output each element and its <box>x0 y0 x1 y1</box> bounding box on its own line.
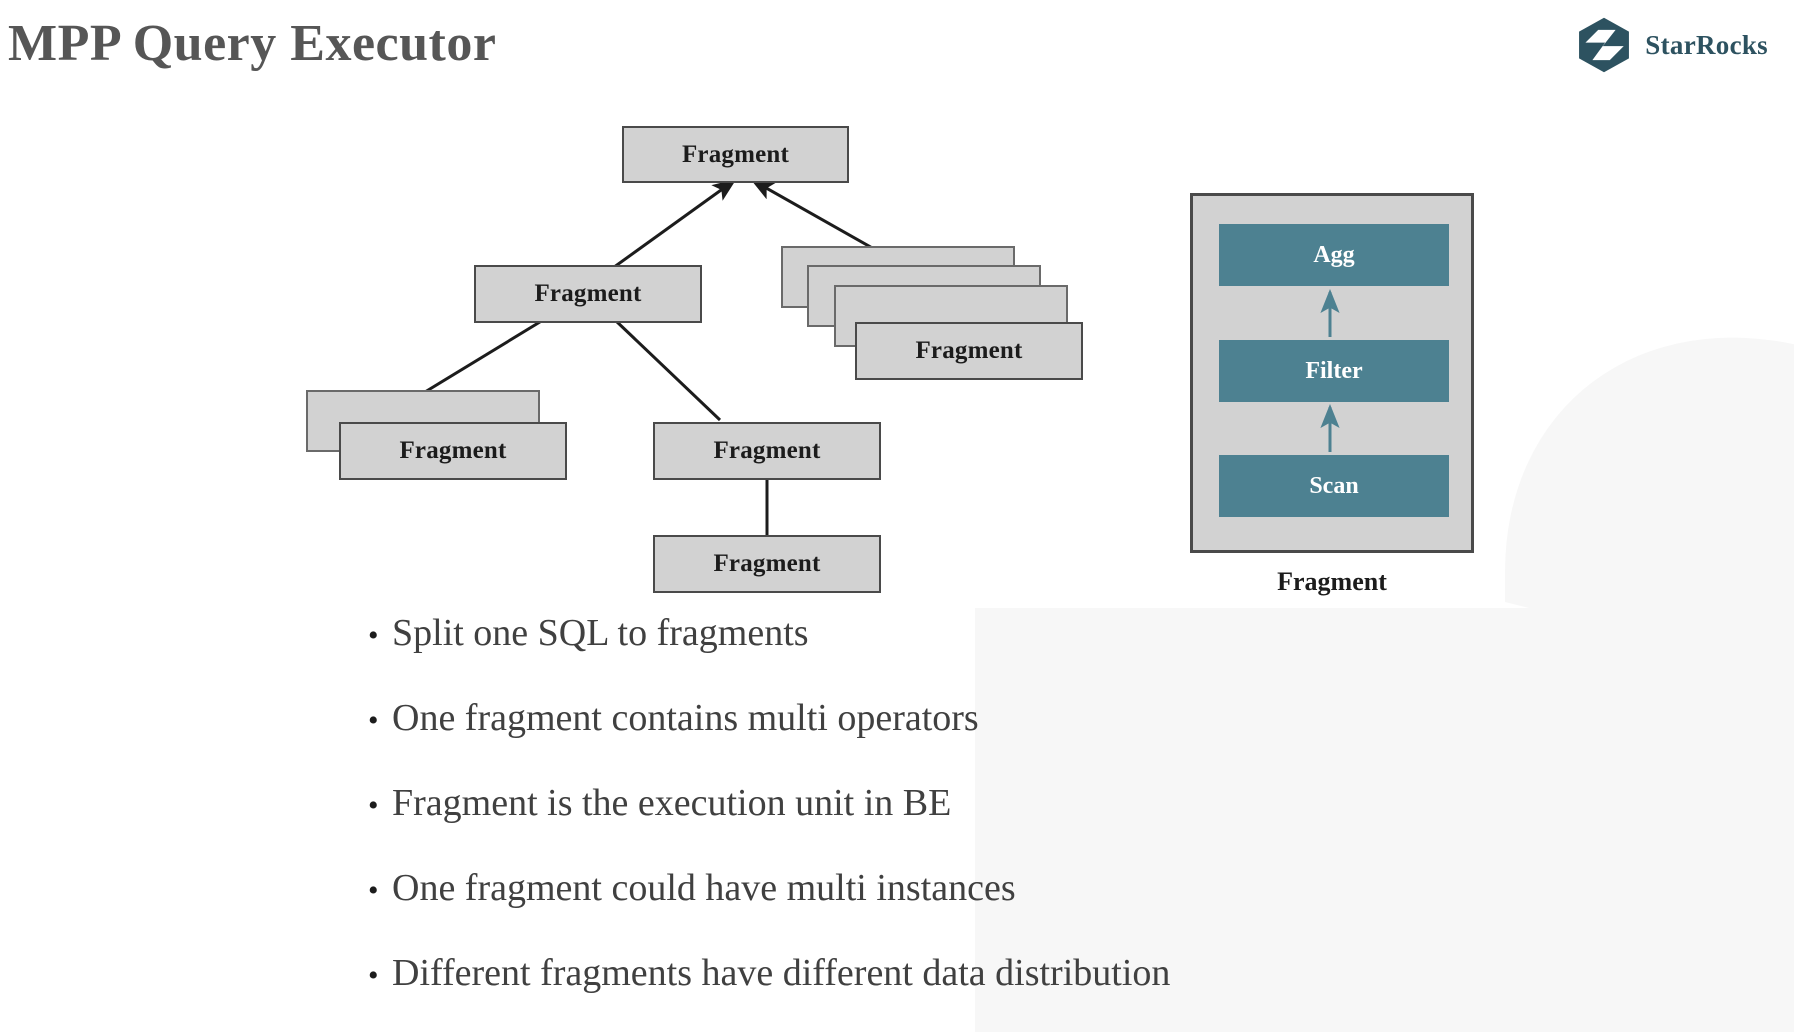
brand-name: StarRocks <box>1645 29 1768 60</box>
list-item: • Fragment is the execution unit in BE <box>368 781 1468 824</box>
bullet-text: One fragment could have multi instances <box>392 866 1016 909</box>
fragment-node-mid-leaf[interactable]: Fragment <box>653 422 881 480</box>
fragment-node-root[interactable]: Fragment <box>622 126 849 183</box>
list-item: • Split one SQL to fragments <box>368 612 1468 654</box>
bullet-marker-icon: • <box>368 619 379 652</box>
fragment-node-right-stack[interactable]: Fragment <box>855 322 1083 380</box>
list-item: • One fragment contains multi operators <box>368 696 1468 739</box>
bullet-text: Fragment is the execution unit in BE <box>392 781 952 824</box>
background-decor-upper <box>1505 272 1794 685</box>
list-item: • Different fragments have different dat… <box>368 951 1468 994</box>
bullet-text: One fragment contains multi operators <box>392 696 979 739</box>
bullet-marker-icon: • <box>368 873 379 907</box>
brand-lockup: StarRocks <box>1575 16 1768 74</box>
operator-box-filter[interactable]: Filter <box>1219 340 1449 402</box>
fragment-tree-diagram: Fragment Fragment Fragment Fragment Frag… <box>0 0 1100 620</box>
fragment-node-left-mid[interactable]: Fragment <box>474 265 702 323</box>
operator-pipeline-panel: Agg Filter Scan <box>1190 193 1474 553</box>
bullet-text: Split one SQL to fragments <box>392 612 809 654</box>
page-title: MPP Query Executor <box>8 15 497 72</box>
list-item: • One fragment could have multi instance… <box>368 866 1468 909</box>
bullet-list: • Split one SQL to fragments • One fragm… <box>368 612 1468 1032</box>
starrocks-hexagon-logo-icon <box>1575 16 1633 74</box>
bullet-marker-icon: • <box>368 788 379 822</box>
background-decor-right-fill <box>1700 420 1794 640</box>
operator-panel-caption: Fragment <box>1277 567 1387 596</box>
operator-box-agg[interactable]: Agg <box>1219 224 1449 286</box>
bullet-marker-icon: • <box>368 703 379 737</box>
bullet-text: Different fragments have different data … <box>392 951 1171 994</box>
operator-box-scan[interactable]: Scan <box>1219 455 1449 517</box>
fragment-node-bottom-leaf[interactable]: Fragment <box>653 535 881 593</box>
bullet-marker-icon: • <box>368 958 379 992</box>
fragment-node-left-stack[interactable]: Fragment <box>339 422 567 480</box>
